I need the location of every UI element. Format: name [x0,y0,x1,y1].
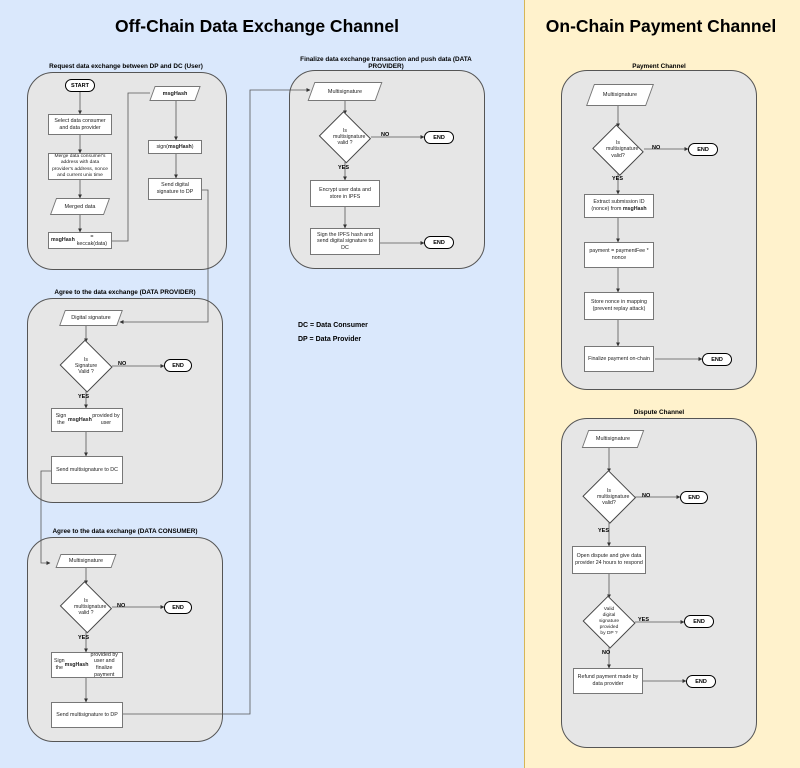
payment-end-terminal: END [688,143,718,156]
finalize-end-terminal: END [424,131,454,144]
payment-no-label: NO [652,145,661,151]
send-signature-box: Send digital signature to DP [148,178,202,200]
dispute-yes-label: YES [598,528,610,534]
consumer-no-label: NO [117,603,126,609]
send-multisig-dp-box: Send multisignature to DP [51,702,123,728]
extract-nonce-box: Extract submission ID (nonce) from msgHa… [584,194,654,218]
finalize-yes-label: YES [338,165,350,171]
legend-dp: DP = Data Provider [298,336,362,343]
digital-signature-input: Digital signature [62,310,120,326]
open-dispute-box: Open dispute and give data provider 24 h… [572,546,646,574]
finalize-no-label: NO [381,132,390,138]
msghash-input: msgHash [152,86,198,101]
provider-yes-label: YES [78,394,90,400]
sign-msghash-provider-box: Sign the msgHash provided by user [51,408,123,432]
payment-end2-terminal: END [702,353,732,366]
provider-no-label: NO [118,361,127,367]
dispute-end2-terminal: END [684,615,714,628]
finalize-panel-title: Finalize data exchange transaction and p… [300,56,472,71]
select-parties-box: Select data consumer and data provider [48,114,112,135]
provider-end-terminal: END [164,359,192,372]
signature-valid-decision: Is Signature Valid ? [60,342,112,390]
finalize-multisig-decision: Is multisignature valid ? [319,114,371,160]
request-panel-title: Request data exchange between DP and DC … [49,63,203,70]
payment-yes-label: YES [612,176,624,182]
consumer-panel-title: Agree to the data exchange (DATA CONSUME… [52,528,198,535]
provider-panel-title: Agree to the data exchange (DATA PROVIDE… [54,289,196,296]
dispute-end3-terminal: END [686,675,716,688]
dispute-end-terminal: END [680,491,708,504]
compute-payment-box: payment = paymentFee * nonce [584,242,654,268]
start-terminal: START [65,79,95,92]
dispute-no2-label: NO [602,650,611,656]
dispute-no-label: NO [642,493,651,499]
dispute-panel [561,418,757,748]
finalize-payment-box: Finalize payment on-chain [584,346,654,372]
dispute-multisig-input: Multisignature [585,430,641,448]
encrypt-store-ipfs-box: Encrypt user data and store in IPFS [310,180,380,207]
legend-dc: DC = Data Consumer [298,322,368,329]
consumer-multisig-decision: Is multisignature valid ? [60,584,112,630]
dispute-yes2-label: YES [638,617,650,623]
finalize-multisig-input: Multisignature [311,82,379,101]
consumer-yes-label: YES [78,635,90,641]
store-nonce-box: Store nonce in mapping (prevent replay a… [584,292,654,320]
dispute-multisig-decision: Is multisignature valid? [583,472,635,522]
payment-multisig-input: Multisignature [590,84,650,106]
valid-dp-signature-decision: Valid digital signature provided by DP ? [583,598,635,646]
sign-msghash-box: sign(msgHash) [148,140,202,154]
merge-addresses-box: Merge data consumer's address with data … [48,153,112,180]
refund-payment-box: Refund payment made by data provider [573,668,643,694]
send-multisig-dc-box: Send multisignature to DC [51,456,123,484]
sign-ipfs-hash-box: Sign the IPFS hash and send digital sign… [310,228,380,255]
consumer-end-terminal: END [164,601,192,614]
off-chain-title: Off-Chain Data Exchange Channel [115,16,399,36]
merged-data-input: Merged data [53,198,107,215]
on-chain-title: On-Chain Payment Channel [545,16,777,36]
payment-multisig-decision: Is multisignature valid? [592,127,644,172]
payment-panel [561,70,757,390]
payment-panel-title: Payment Channel [632,63,686,70]
finalize-end2-terminal: END [424,236,454,249]
dispute-panel-title: Dispute Channel [633,409,685,416]
sign-finalize-payment-box: Sign the msgHash provided by user and fi… [51,652,123,678]
consumer-multisig-input: Multisignature [58,554,114,568]
keccak-hash-box: msgHash = keccak(data) [48,232,112,249]
